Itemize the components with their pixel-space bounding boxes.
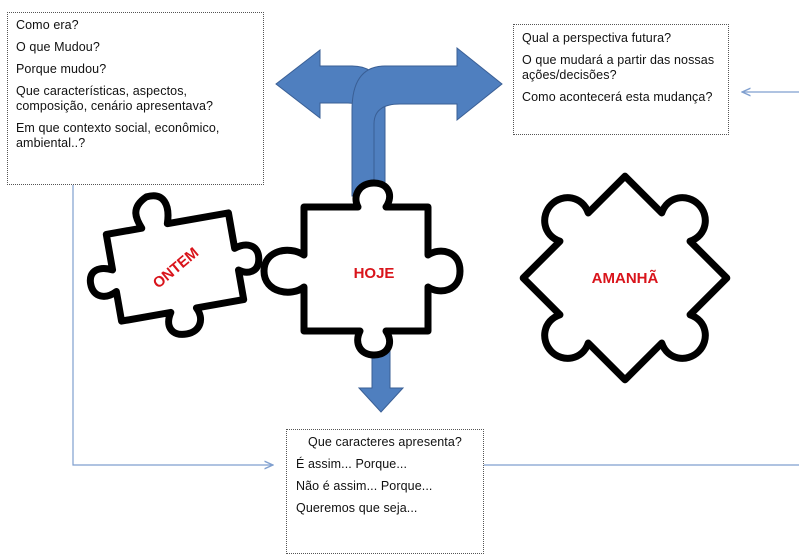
present-box-title: Que caracteres apresenta? [308, 435, 462, 449]
fork-arrow-right [351, 46, 503, 197]
connector-lines [72, 92, 799, 465]
past-question: Que características, aspectos, composiçã… [16, 84, 214, 113]
puzzle-piece-hoje: HOJE [260, 179, 464, 359]
puzzle-piece-amanha: AMANHÃ [519, 172, 731, 384]
puzzle-piece-ontem: ONTEM [86, 192, 263, 338]
puzzle-label-hoje: HOJE [354, 265, 395, 282]
past-question: O que Mudou? [16, 40, 100, 54]
past-question: Como era? [16, 18, 79, 32]
fork-arrow [275, 46, 503, 197]
present-statement: Não é assim... Porque... [296, 479, 433, 493]
past-questions-box: Como era? O que Mudou? Porque mudou? Que… [7, 12, 264, 185]
connector-past-to-present [72, 185, 273, 465]
future-questions-box: Qual a perspectiva futura? O que mudará … [513, 24, 729, 135]
past-question: Porque mudou? [16, 62, 107, 76]
future-question: Como acontecerá esta mudança? [522, 90, 713, 104]
future-question: O que mudará a partir das nossas ações/d… [522, 53, 715, 82]
puzzle-label-amanha: AMANHÃ [592, 269, 659, 287]
past-question: Em que contexto social, econômico, ambie… [16, 121, 220, 150]
down-arrow [357, 348, 405, 413]
future-question: Qual a perspectiva futura? [522, 31, 672, 45]
present-statement: É assim... Porque... [296, 457, 408, 471]
present-statement: Queremos que seja... [296, 501, 418, 515]
present-questions-box: Que caracteres apresenta? É assim... Por… [286, 429, 484, 554]
